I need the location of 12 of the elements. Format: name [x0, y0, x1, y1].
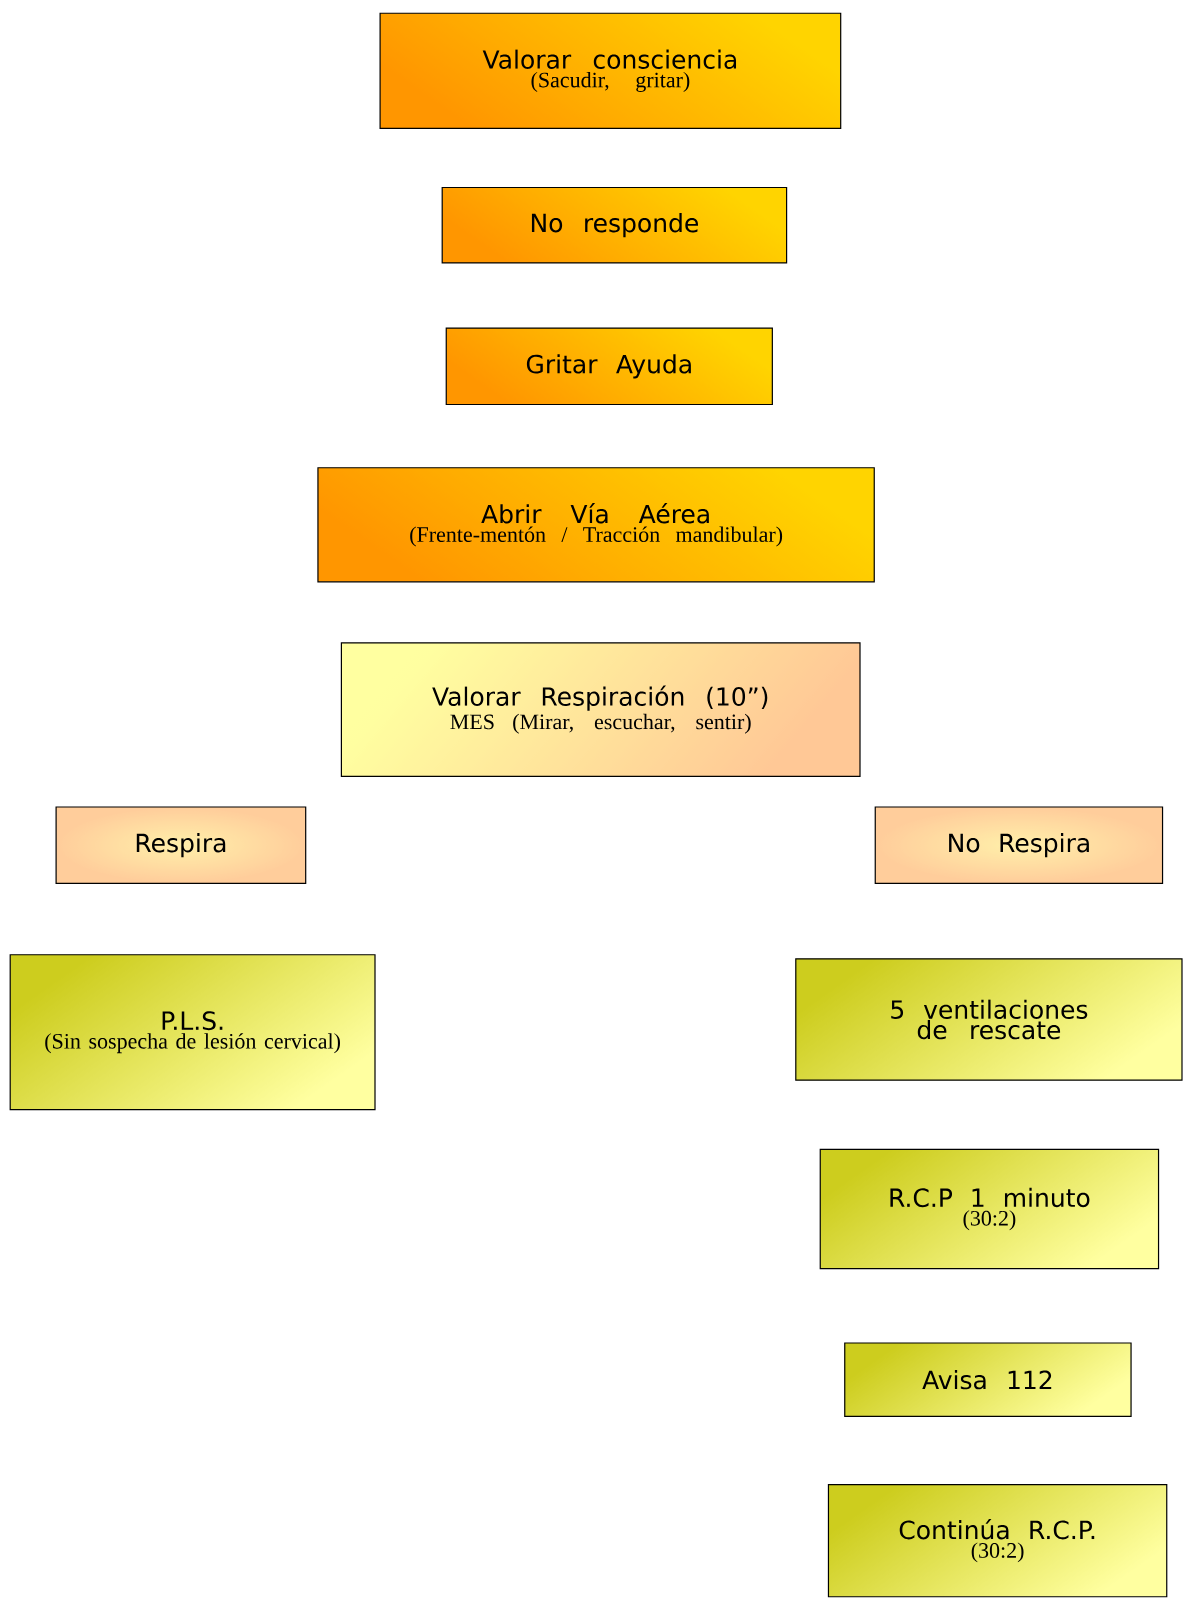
process-box: Valorar Respiración (10”) MES (Mirar, escuchar, sentir): [340, 642, 861, 778]
process-box: Valorar consciencia (Sacudir, gritar): [379, 12, 842, 129]
process-box: R.C.P 1 minuto (30:2): [819, 1148, 1160, 1270]
process-box: Abrir Vía Aérea (Frente-mentón / Tracción mandibular): [317, 467, 875, 583]
process-box: Respira: [55, 806, 307, 884]
process-box: P.L.S. (Sin sospecha de lesión cervical): [9, 954, 376, 1111]
process-box: Gritar Ayuda: [445, 327, 773, 406]
process-box: No Respira: [874, 806, 1164, 884]
process-box: No responde: [441, 186, 788, 264]
process-box: Continúa R.C.P. (30:2): [827, 1484, 1168, 1598]
process-box: Avisa 112: [844, 1342, 1132, 1417]
process-box: 5 ventilaciones de rescate: [795, 958, 1183, 1081]
